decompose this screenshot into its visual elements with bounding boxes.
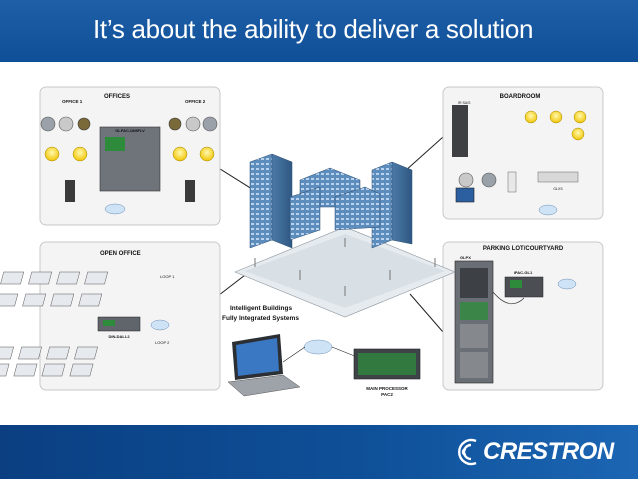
office1-label: OFFICE 1 [62, 99, 83, 104]
cloud-icon [303, 339, 333, 355]
office-bulbs [44, 146, 215, 162]
caption-line1: Intelligent Buildings [230, 305, 292, 312]
cloud-icon [557, 278, 577, 290]
open-office-title: OPEN OFFICE [100, 251, 141, 257]
boardroom-rack-label: IR SA/S [458, 101, 471, 105]
crestron-logo-text: CRESTRON [483, 438, 614, 465]
cloud-icon [104, 203, 126, 215]
parking-controller-label: iPAC-GL1 [514, 270, 533, 275]
caption-line2: Fully Integrated Systems [222, 315, 299, 322]
main-processor-icon [353, 348, 421, 380]
footer-bar [0, 425, 638, 479]
parking-panel: PARKING LOT/COURTYARD GLPX iPAC-GL1 [442, 241, 604, 391]
lamp-posts [254, 238, 436, 296]
cloud-icon [538, 204, 558, 216]
header-bar: It’s about the ability to deliver a solu… [0, 0, 638, 62]
office-controller: GLPAC-DIMFLV [99, 126, 161, 192]
boardroom-bulbs [524, 110, 587, 141]
offices-title: OFFICES [104, 94, 130, 100]
loop2-label: LOOP 2 [155, 340, 170, 345]
open-office-panel: OPEN OFFICE LOOP 1 LOOP 2 DIN-DALI-2 [0, 241, 221, 391]
parking-cabinet-label: GLPX [460, 255, 471, 260]
offices-panel: OFFICES OFFICE 1 OFFICE 2 GLPAC-DIMFLV [39, 86, 221, 226]
office-sensors [40, 116, 218, 132]
loop1-label: LOOP 1 [160, 274, 175, 279]
open-office-controller-label: DIN-DALI-2 [108, 334, 130, 339]
boardroom-interface-label: GLXS [553, 187, 563, 191]
office-keypads [65, 180, 195, 202]
office2-label: OFFICE 2 [185, 99, 206, 104]
parking-title: PARKING LOT/COURTYARD [483, 246, 564, 252]
processor-label: MAIN PROCESSOR [366, 386, 408, 391]
buildings-illustration [234, 153, 456, 318]
boardroom-devices: GLXS [455, 171, 579, 203]
crestron-logo [458, 438, 477, 466]
boardroom-panel: BOARDROOM IR SA/S GLXS [442, 86, 604, 220]
laptop-icon [227, 334, 301, 397]
office-controller-label: GLPAC-DIMFLV [115, 128, 145, 133]
processor-model: PAC2 [381, 392, 393, 397]
boardroom-title: BOARDROOM [500, 94, 541, 100]
cloud-icon [150, 319, 170, 331]
ballast-rows [0, 271, 109, 377]
slide-title: It’s about the ability to deliver a solu… [93, 14, 534, 44]
building-system-diagram: OFFICES OFFICE 1 OFFICE 2 GLPAC-DIMFLV [0, 86, 604, 397]
